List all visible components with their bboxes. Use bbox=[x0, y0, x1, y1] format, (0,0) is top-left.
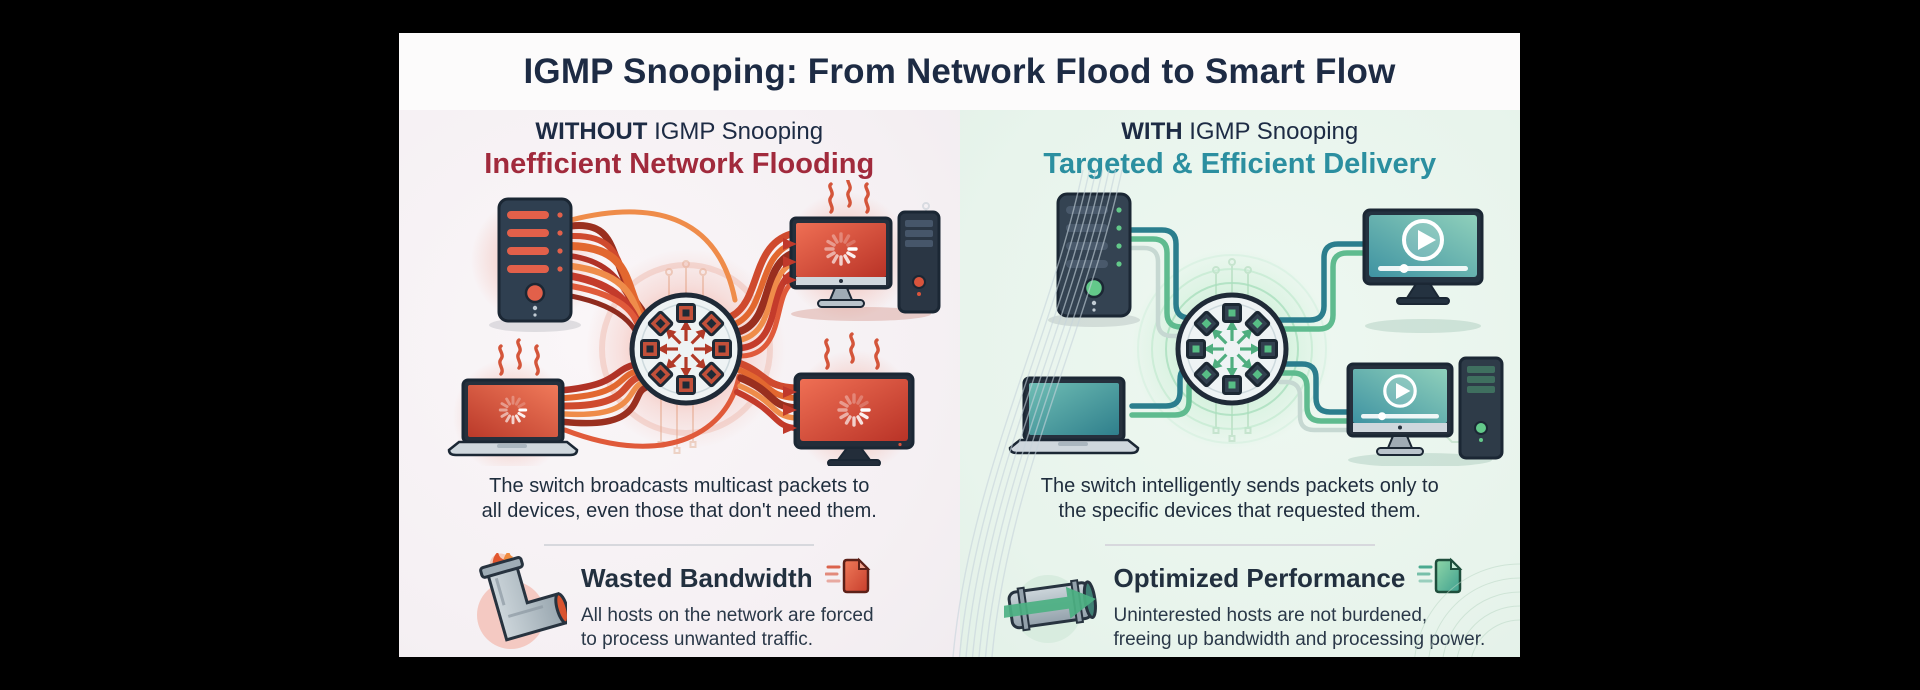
comparison-columns: WITHOUT IGMP Snooping Inefficient Networ… bbox=[399, 110, 1520, 657]
play-icon bbox=[1401, 219, 1444, 261]
left-callout-line1: All hosts on the network are forced bbox=[581, 605, 874, 626]
switch-ports bbox=[1185, 303, 1278, 395]
switch-ring bbox=[1150, 268, 1313, 430]
burning-pipe-icon bbox=[471, 550, 570, 658]
page-title: IGMP Snooping: From Network Flood to Sma… bbox=[523, 51, 1396, 91]
progress-knob bbox=[1377, 412, 1386, 421]
panel-with-igmp: WITH IGMP Snooping Targeted & Efficient … bbox=[959, 110, 1521, 658]
server-icon bbox=[1047, 192, 1140, 327]
switch-targeted-arrows bbox=[1202, 320, 1261, 378]
right-condition-rest: IGMP Snooping bbox=[1182, 118, 1359, 145]
right-callout: Optimized Performance bbox=[1001, 553, 1486, 658]
laptop-icon bbox=[1008, 376, 1139, 455]
right-description-line2: the specific devices that requested them… bbox=[1058, 500, 1421, 523]
streaming-desktop-icon bbox=[1346, 356, 1503, 466]
red-packet-document-icon bbox=[824, 557, 871, 600]
network-flooding-diagram bbox=[447, 180, 941, 466]
overloaded-tv-icon bbox=[793, 332, 915, 466]
right-description-line1: The switch intelligently sends packets o… bbox=[1040, 475, 1439, 497]
right-description: The switch intelligently sends packets o… bbox=[960, 474, 1521, 524]
right-callout-line1: Uninterested hosts are not burdened, bbox=[1113, 605, 1428, 626]
left-headline: Inefficient Network Flooding bbox=[484, 148, 875, 180]
title-bar: IGMP Snooping: From Network Flood to Sma… bbox=[399, 33, 1520, 110]
left-description: The switch broadcasts multicast packets … bbox=[399, 474, 960, 524]
play-icon bbox=[1382, 374, 1417, 408]
switch-ring bbox=[1136, 254, 1327, 444]
green-packet-document-icon bbox=[1416, 557, 1463, 600]
incoming-flood-arrows bbox=[783, 238, 797, 286]
flooding-switch-icon bbox=[629, 292, 743, 406]
left-description-line2: all devices, even those that don't need … bbox=[481, 500, 877, 523]
streaming-monitor-icon bbox=[1362, 208, 1483, 333]
right-callout-desc: Uninterested hosts are not burdened, fre… bbox=[1114, 604, 1486, 653]
left-condition-bold: WITHOUT bbox=[535, 118, 648, 145]
progress-knob bbox=[1399, 264, 1408, 273]
left-callout-text: Wasted Bandwidth bbox=[581, 557, 874, 653]
right-callout-text: Optimized Performance bbox=[1114, 557, 1486, 653]
left-callout-title: Wasted Bandwidth bbox=[581, 563, 813, 593]
flood-cable-bundle bbox=[561, 209, 799, 449]
smart-cable-bundle bbox=[1122, 227, 1373, 433]
left-description-line1: The switch broadcasts multicast packets … bbox=[489, 475, 870, 497]
left-divider bbox=[544, 544, 815, 546]
panel-without-igmp: WITHOUT IGMP Snooping Inefficient Networ… bbox=[399, 110, 960, 657]
switch-ports bbox=[640, 303, 732, 395]
right-panel-header: WITH IGMP Snooping Targeted & Efficient … bbox=[960, 118, 1521, 181]
switch-broadcast-arrows bbox=[657, 320, 715, 378]
right-callout-line2: freeing up bandwidth and processing powe… bbox=[1113, 629, 1486, 651]
right-condition-bold: WITH bbox=[1121, 118, 1183, 145]
server-icon bbox=[489, 197, 581, 332]
flow-pipe-icon bbox=[1001, 553, 1100, 658]
left-condition-rest: IGMP Snooping bbox=[647, 118, 824, 145]
igmp-poster: IGMP Snooping: From Network Flood to Sma… bbox=[399, 33, 1520, 657]
overloaded-desktop-icon bbox=[789, 180, 941, 321]
progress-bar bbox=[1360, 414, 1439, 419]
right-callout-title: Optimized Performance bbox=[1113, 563, 1406, 593]
progress-bar bbox=[1377, 266, 1468, 271]
left-callout-desc: All hosts on the network are forced to p… bbox=[581, 604, 874, 653]
left-condition-line: WITHOUT IGMP Snooping bbox=[399, 118, 960, 146]
right-callout-title-row: Optimized Performance bbox=[1114, 557, 1486, 600]
smart-switch-icon bbox=[1175, 292, 1288, 406]
right-headline: Targeted & Efficient Delivery bbox=[1043, 148, 1437, 180]
smart-delivery-diagram bbox=[1008, 192, 1503, 466]
switch-ring bbox=[1164, 282, 1299, 416]
overloaded-laptop-icon bbox=[447, 338, 579, 457]
switch-glow-ring bbox=[599, 262, 773, 436]
right-condition-line: WITH IGMP Snooping bbox=[960, 118, 1521, 146]
left-callout-title-row: Wasted Bandwidth bbox=[581, 557, 874, 600]
left-callout: Wasted Bandwidth bbox=[471, 550, 874, 658]
left-panel-header: WITHOUT IGMP Snooping Inefficient Networ… bbox=[399, 118, 960, 181]
right-divider bbox=[1104, 544, 1375, 546]
left-callout-line2: to process unwanted traffic. bbox=[581, 629, 813, 651]
incoming-flood-arrows bbox=[783, 386, 797, 434]
